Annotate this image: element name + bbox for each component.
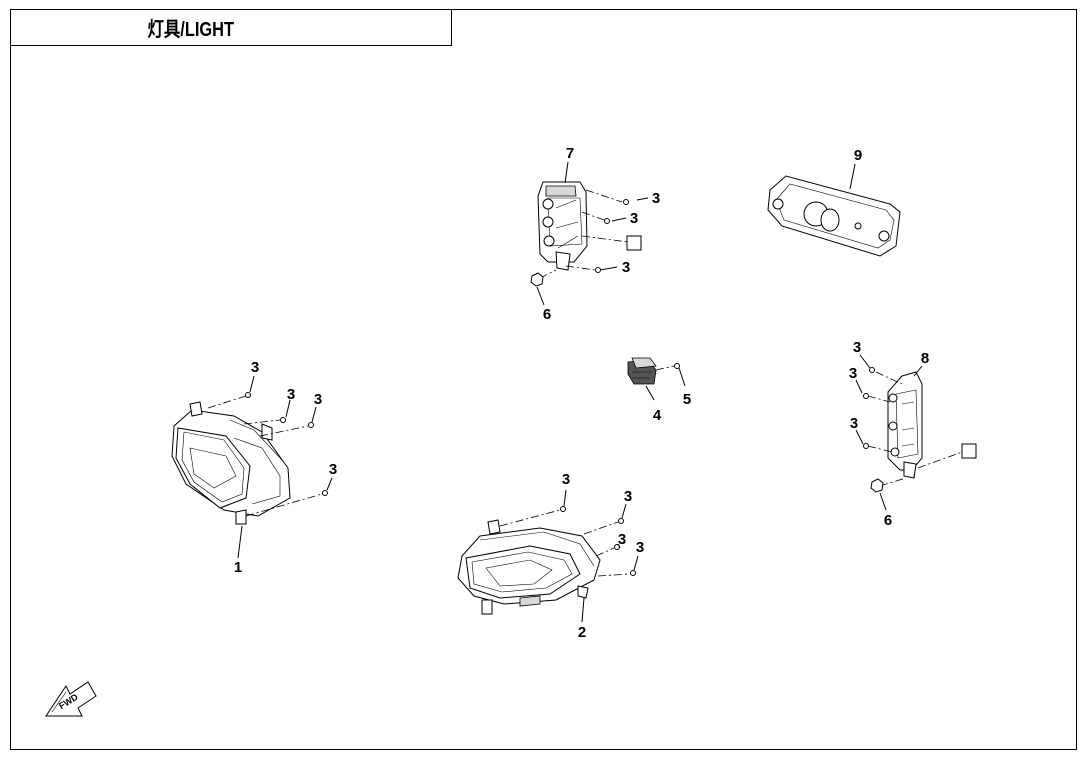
callout-2: 2 <box>578 624 586 641</box>
clip-nut-icon <box>626 235 642 251</box>
fwd-arrow-icon: FWD <box>45 681 97 717</box>
part-8-bracket-light[interactable] <box>887 371 923 479</box>
callout-8: 8 <box>921 350 929 367</box>
callout-3: 3 <box>329 461 337 478</box>
callout-3: 3 <box>849 365 857 382</box>
callout-6: 6 <box>884 512 892 529</box>
callout-3: 3 <box>251 359 259 376</box>
callout-3: 3 <box>287 386 295 403</box>
callout-3: 3 <box>853 339 861 356</box>
callout-3: 3 <box>314 391 322 408</box>
callout-3: 3 <box>562 471 570 488</box>
callout-6: 6 <box>543 306 551 323</box>
callout-3: 3 <box>630 210 638 227</box>
callout-3: 3 <box>624 488 632 505</box>
nut-icon <box>530 272 544 287</box>
screw-icon <box>674 363 680 369</box>
callout-5: 5 <box>683 391 691 408</box>
callout-3: 3 <box>850 415 858 432</box>
screw-icon <box>863 367 875 449</box>
part-7-bracket-light[interactable] <box>537 181 588 271</box>
callout-4: 4 <box>653 407 662 424</box>
callout-3: 3 <box>622 259 630 276</box>
screw-icon <box>595 199 629 273</box>
callout-1: 1 <box>234 559 242 576</box>
part-1-headlight-left[interactable] <box>171 401 291 525</box>
part-2-headlight-center[interactable] <box>457 519 601 615</box>
callout-3: 3 <box>652 190 660 207</box>
callout-3: 3 <box>636 539 644 556</box>
part-4-marker-lamp[interactable] <box>627 357 657 385</box>
callout-7: 7 <box>566 145 574 162</box>
page-title: 灯具/LIGHT <box>147 19 235 41</box>
drawing-frame <box>10 9 1077 750</box>
screw-icon <box>560 506 636 576</box>
nut-icon <box>870 478 884 493</box>
screw-icon <box>245 392 328 496</box>
part-9-tail-lamp[interactable] <box>767 175 901 257</box>
callout-3: 3 <box>618 531 626 548</box>
title-block: 灯具/LIGHT <box>10 9 452 46</box>
callout-9: 9 <box>854 147 862 164</box>
clip-nut-icon <box>961 443 977 459</box>
